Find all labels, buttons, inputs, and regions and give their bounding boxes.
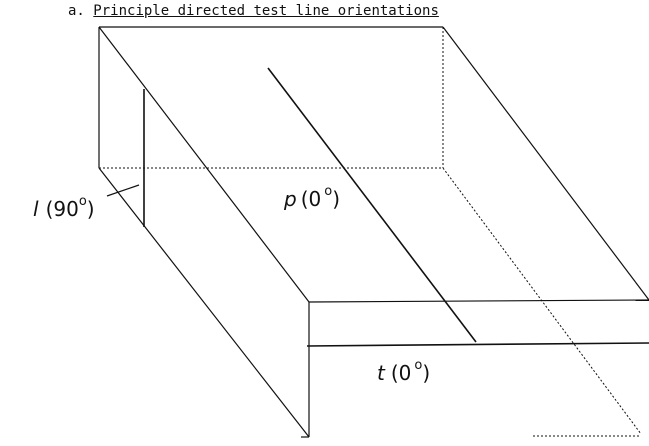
caption-prefix: a.	[68, 3, 85, 19]
top-right-side-edge	[442, 26, 649, 301]
top-front-edge	[308, 299, 649, 303]
test-line-t	[306, 342, 649, 347]
test-line-p	[267, 67, 477, 343]
caption-title: Principle directed test line orientation…	[93, 3, 439, 19]
label-l: l(90o)	[33, 194, 95, 221]
hidden-bottom-right-side-edge	[442, 167, 642, 435]
top-left-side-edge	[98, 26, 310, 303]
figure-caption: a. Principle directed test line orientat…	[68, 3, 439, 19]
leader-line-l	[106, 184, 140, 197]
left-bottom-side-edge	[98, 167, 310, 438]
